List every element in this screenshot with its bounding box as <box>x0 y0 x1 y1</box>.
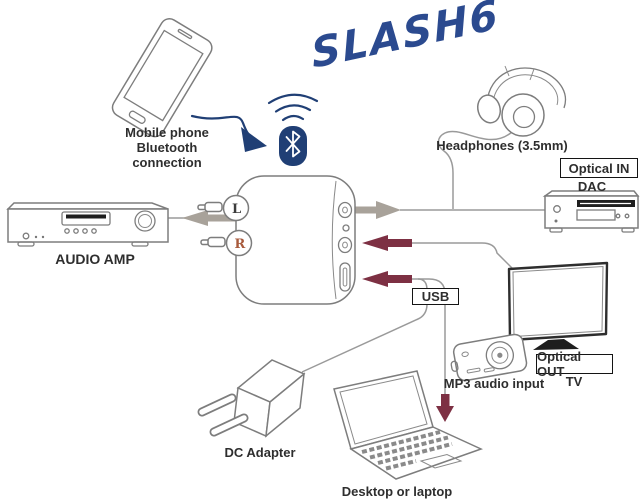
tv-stand <box>533 339 579 350</box>
mp3-label: MP3 audio input <box>443 376 545 391</box>
bluetooth-icon <box>279 126 307 166</box>
bluetooth-receiver-illustration: L R <box>197 175 356 305</box>
headphone-jack-port <box>337 201 353 219</box>
dc-adapter-illustration <box>197 359 306 438</box>
headphones-label: Headphones (3.5mm) <box>436 138 568 153</box>
laptop-keyboard <box>361 430 453 471</box>
laptop-illustration <box>333 370 483 480</box>
phone-earpiece <box>177 28 193 40</box>
wireless-waves-icon <box>267 93 319 122</box>
right-output-arrow <box>376 201 401 219</box>
led-indicator <box>342 224 350 232</box>
optical-input-arrow <box>362 235 388 251</box>
rca-right-letter: R <box>235 237 246 252</box>
bluetooth-connection-arrow <box>190 114 267 152</box>
tv-illustration <box>507 261 609 350</box>
laptop-touchpad <box>419 453 463 469</box>
left-output-arrow <box>182 210 208 226</box>
adapter-prongs <box>197 393 249 437</box>
amp-power-button <box>22 232 30 240</box>
rca-plug-right: R <box>200 229 253 257</box>
dac-illustration <box>542 190 640 233</box>
optical-out-badge: Optical OUT <box>536 349 613 379</box>
usb-input-arrow <box>362 271 388 287</box>
rca-plug-left: L <box>197 194 250 222</box>
mobile-phone-illustration <box>111 18 213 138</box>
audio-amp-label: AUDIO AMP <box>55 251 135 267</box>
phone-home-button <box>128 110 146 124</box>
desktop-label: Desktop or laptop <box>341 484 453 499</box>
dc-adapter-label: DC Adapter <box>224 445 296 460</box>
headphones-illustration <box>476 65 567 137</box>
mobile-phone-label: Mobile phone Bluetooth connection <box>125 125 209 170</box>
mp3-clip <box>450 360 459 372</box>
usb-badge: USB <box>412 288 459 305</box>
rca-left-letter: L <box>232 202 241 217</box>
mp3-control-wheel <box>485 341 514 370</box>
tv-label: TV <box>565 374 583 389</box>
optical-in-badge: Optical IN <box>560 158 638 178</box>
mp3-player-illustration <box>450 333 528 382</box>
laptop-usb-arrow <box>436 394 454 422</box>
amp-volume-knob <box>134 210 156 232</box>
headphones-cable <box>437 130 513 209</box>
dac-label: DAC <box>577 179 607 194</box>
connection-lines <box>168 130 545 422</box>
tv-connection-line <box>412 242 513 269</box>
usb-port <box>339 262 351 292</box>
audio-amp-illustration <box>6 202 169 247</box>
aux-jack-port <box>337 236 353 254</box>
